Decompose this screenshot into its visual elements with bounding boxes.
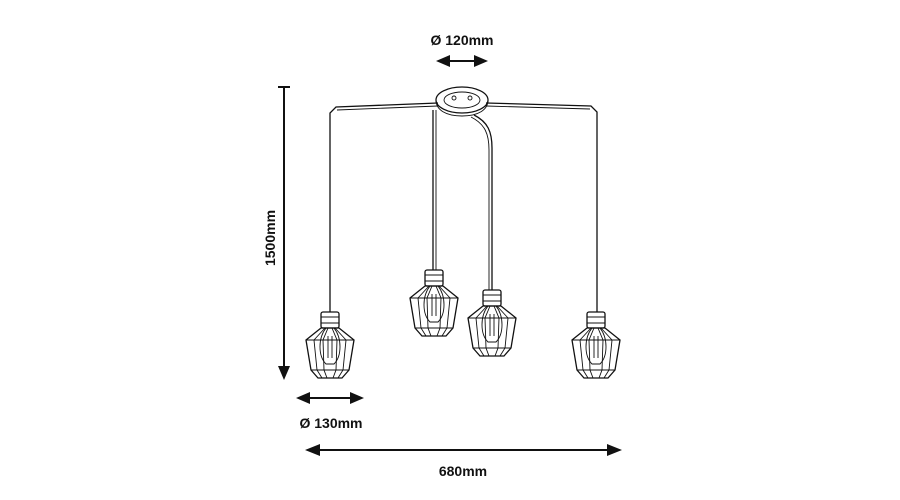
- pendant-shade-1: [305, 311, 355, 379]
- shade-diameter-label: Ø 130mm: [299, 415, 362, 431]
- pendant-shade-4: [571, 311, 621, 379]
- shade-diameter-dimension: Ø 130mm: [296, 392, 364, 431]
- pendant-shade-2: [409, 269, 459, 337]
- width-dimension: 680mm: [305, 444, 622, 479]
- suspension-cables: [329, 102, 598, 312]
- canopy-diameter-label: Ø 120mm: [430, 32, 493, 48]
- ceiling-canopy: [435, 86, 489, 117]
- width-label: 680mm: [439, 463, 487, 479]
- height-dimension: 1500mm: [262, 86, 290, 380]
- canopy-diameter-dimension: Ø 120mm: [430, 32, 494, 67]
- pendant-shade-3: [467, 289, 517, 357]
- height-label: 1500mm: [262, 210, 278, 266]
